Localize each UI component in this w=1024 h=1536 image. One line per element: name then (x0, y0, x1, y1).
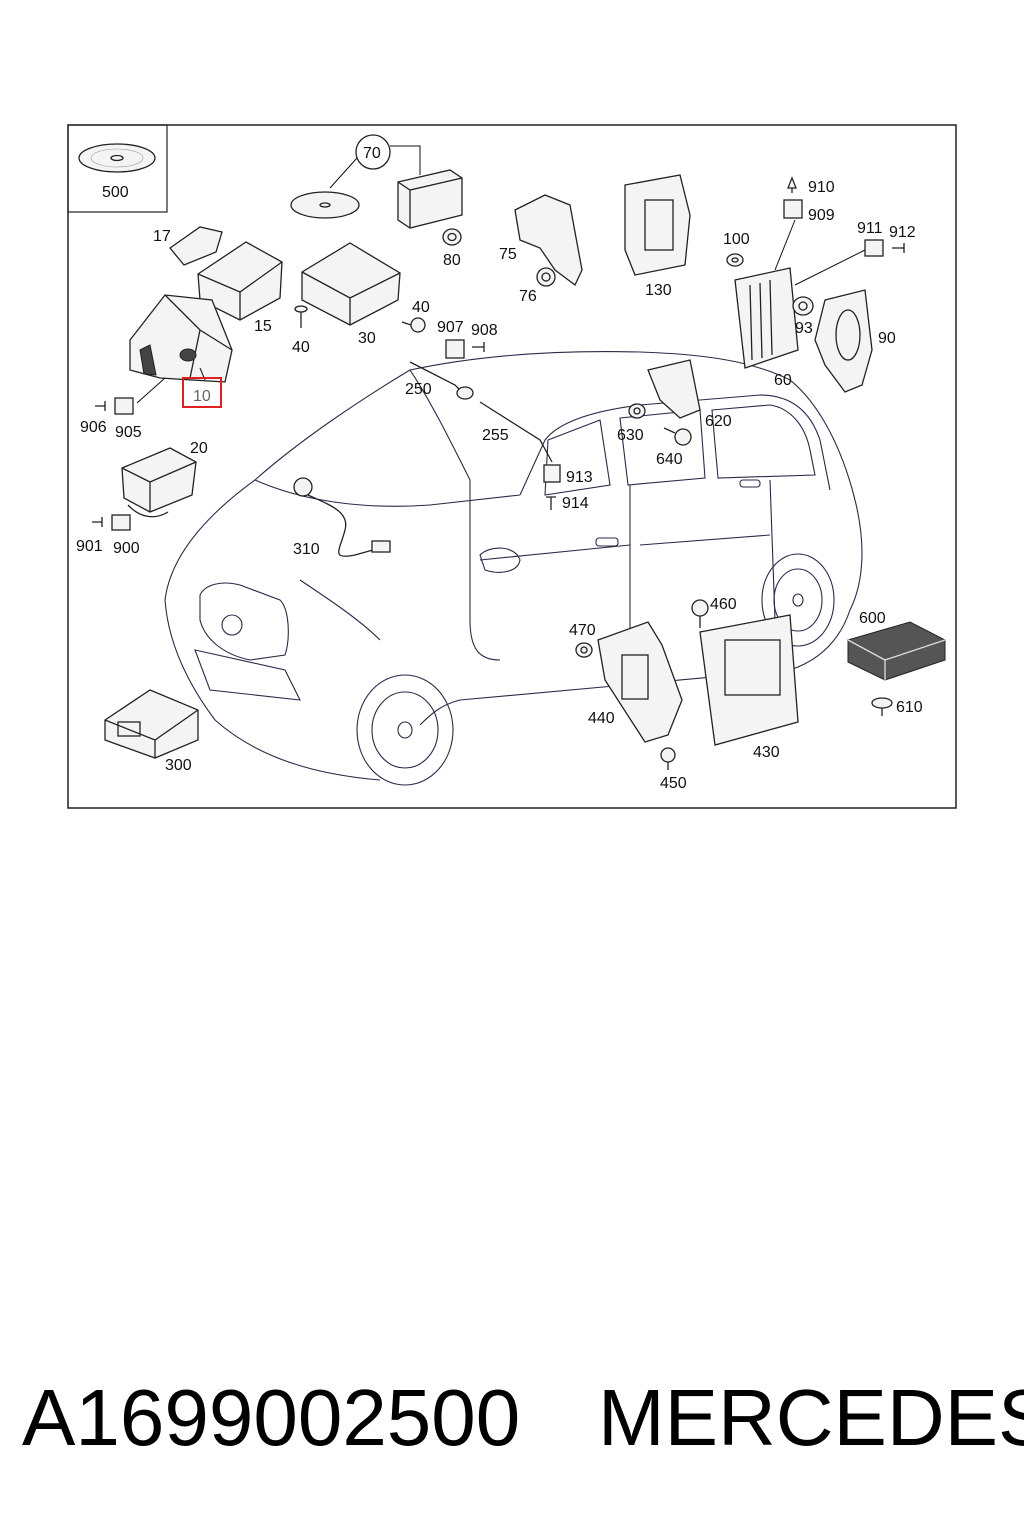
cable-255 (479, 401, 553, 463)
bracket-75 (514, 194, 583, 287)
part-10 (129, 294, 233, 383)
callout-70: 70 (363, 145, 381, 162)
callout-60: 60 (774, 372, 792, 389)
pin-910 (787, 176, 797, 193)
cable-310 (293, 477, 391, 557)
callout-905: 905 (115, 424, 142, 441)
callout-500: 500 (102, 184, 129, 201)
callout-90: 90 (878, 330, 896, 347)
nut-80 (442, 228, 462, 246)
connector-909 (783, 199, 803, 219)
callout-310: 310 (293, 541, 320, 558)
callout-901: 901 (76, 538, 103, 555)
callout-430: 430 (753, 744, 780, 761)
cd-disc-70 (290, 191, 360, 219)
highlight-box-10 (182, 377, 222, 408)
callout-912: 912 (889, 224, 916, 241)
part-93 (792, 296, 814, 316)
part-number: A1699002500 (22, 1373, 521, 1462)
callout-15: 15 (254, 318, 272, 335)
callout-640: 640 (656, 451, 683, 468)
screw-40b (401, 317, 426, 333)
callout-70-circle (355, 134, 391, 170)
clip-610 (871, 697, 893, 716)
callout-630: 630 (617, 427, 644, 444)
callout-450: 450 (660, 775, 687, 792)
clip-460 (691, 599, 709, 628)
callout-250: 250 (405, 381, 432, 398)
module-600 (847, 621, 946, 681)
connector-907 (445, 339, 465, 359)
bolt-640 (663, 427, 692, 446)
callout-460: 460 (710, 596, 737, 613)
washer-100 (726, 253, 744, 267)
callout-93: 93 (795, 320, 813, 337)
callout-470: 470 (569, 622, 596, 639)
callout-20: 20 (190, 440, 208, 457)
callout-100: 100 (723, 231, 750, 248)
callout-620: 620 (705, 413, 732, 430)
callout-10: 10 (193, 388, 211, 405)
pin-912 (892, 243, 905, 253)
callout-76: 76 (519, 288, 537, 305)
screw-40a (294, 305, 308, 328)
callout-75: 75 (499, 246, 517, 263)
callout-900: 900 (113, 540, 140, 557)
pin-906 (95, 401, 106, 411)
callout-910: 910 (808, 179, 835, 196)
callout-600: 600 (859, 610, 886, 627)
washer-630 (628, 403, 646, 419)
callout-255: 255 (482, 427, 509, 444)
callout-30: 30 (358, 330, 376, 347)
pin-914 (546, 496, 556, 510)
callout-909: 909 (808, 207, 835, 224)
callout-80: 80 (443, 252, 461, 269)
callout-906: 906 (80, 419, 107, 436)
cd-disc-icon (78, 143, 156, 173)
washer-470 (575, 642, 593, 658)
bracket-620 (647, 359, 701, 419)
callout-913: 913 (566, 469, 593, 486)
connector-905 (114, 397, 134, 415)
bracket-130 (624, 174, 691, 276)
brand-name: MERCEDES (598, 1373, 1024, 1462)
module-70 (397, 169, 463, 229)
nut-76 (536, 267, 556, 287)
callout-911: 911 (857, 220, 883, 237)
callout-40b: 40 (412, 299, 430, 316)
parts-diagram: 500 70 (67, 124, 957, 809)
callout-130: 130 (645, 282, 672, 299)
part-20 (121, 447, 197, 518)
callout-440: 440 (588, 710, 615, 727)
connector-913 (543, 464, 561, 483)
connector-900 (111, 514, 131, 531)
bracket-90 (814, 289, 873, 393)
callout-908: 908 (471, 322, 498, 339)
callout-40a: 40 (292, 339, 310, 356)
pin-908 (472, 342, 485, 352)
module-300 (104, 689, 199, 759)
connector-911 (864, 239, 884, 257)
amplifier-60 (734, 267, 799, 369)
callout-914: 914 (562, 495, 589, 512)
module-430 (699, 614, 799, 746)
part-30 (301, 242, 401, 326)
callout-610: 610 (896, 699, 923, 716)
bolt-450 (660, 747, 676, 770)
part-17 (169, 226, 223, 266)
footer: A1699002500 MERCEDES (0, 1368, 1024, 1478)
legend-box (67, 124, 168, 213)
callout-907: 907 (437, 319, 464, 336)
callout-17: 17 (153, 228, 171, 245)
bracket-440 (597, 621, 683, 743)
pin-901 (92, 517, 103, 527)
callout-300: 300 (165, 757, 192, 774)
